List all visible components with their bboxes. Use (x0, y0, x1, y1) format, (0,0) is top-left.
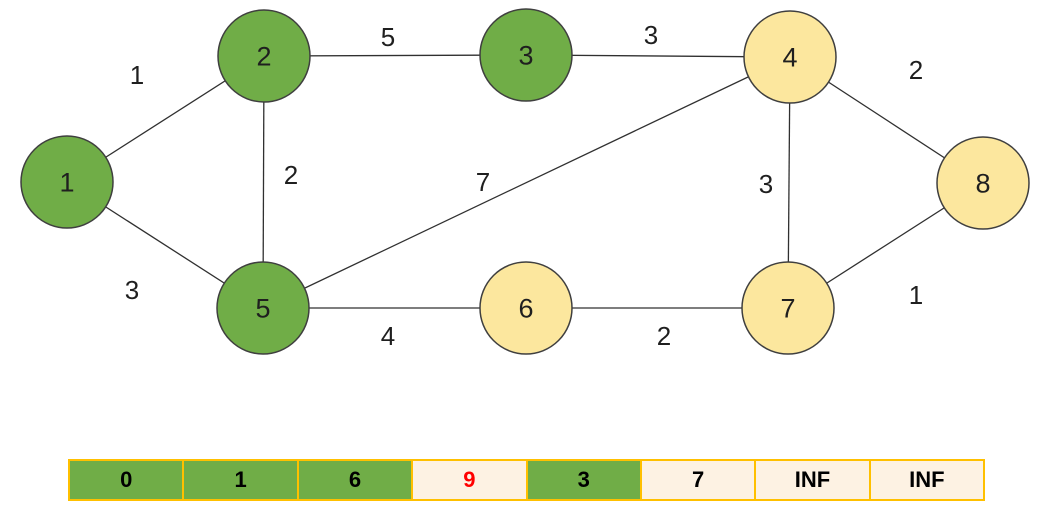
edge-weight-2-5: 2 (284, 160, 298, 190)
dist-cell-2: 1 (184, 461, 297, 499)
node-3-label: 3 (518, 41, 533, 71)
dist-cell-8: INF (870, 461, 983, 499)
dist-cell-5: 3 (527, 461, 640, 499)
dist-cell-7: INF (756, 461, 869, 499)
node-7-label: 7 (780, 294, 795, 324)
node-6-label: 6 (518, 294, 533, 324)
dist-cell-1: 0 (70, 461, 183, 499)
node-1 (20, 135, 114, 229)
node-5-label: 5 (255, 294, 270, 324)
edge-weight-1-5: 3 (125, 275, 139, 305)
node-8-label: 8 (975, 169, 990, 199)
edge-weight-5-4: 7 (476, 167, 490, 197)
edge-weight-3-4: 3 (644, 20, 658, 50)
node-6 (479, 261, 573, 355)
edge-weight-4-8: 2 (909, 55, 923, 85)
node-1-label: 1 (59, 168, 74, 198)
dist-cell-4: 9 (413, 461, 526, 499)
edge-weight-5-6: 4 (381, 321, 395, 351)
node-8 (936, 136, 1030, 230)
node-4 (743, 10, 837, 104)
node-4-label: 4 (782, 43, 797, 73)
node-5 (216, 261, 310, 355)
dist-cell-3: 6 (298, 461, 412, 499)
edge-weight-4-7: 3 (759, 169, 773, 199)
edge-5-4 (262, 56, 791, 309)
node-2 (217, 9, 311, 103)
node-7 (741, 261, 835, 355)
edge-weight-7-8: 1 (909, 280, 923, 310)
dist-cell-6: 7 (641, 461, 755, 499)
edge-weight-2-3: 5 (381, 22, 395, 52)
node-3 (479, 8, 573, 102)
node-2-label: 2 (256, 42, 271, 72)
graph-canvas: 1 3 5 2 3 7 3 2 4 2 1 1 2 3 4 5 6 7 8 (20, 8, 1030, 355)
edge-weight-6-7: 2 (657, 321, 671, 351)
edge-weight-1-2: 1 (130, 60, 144, 90)
